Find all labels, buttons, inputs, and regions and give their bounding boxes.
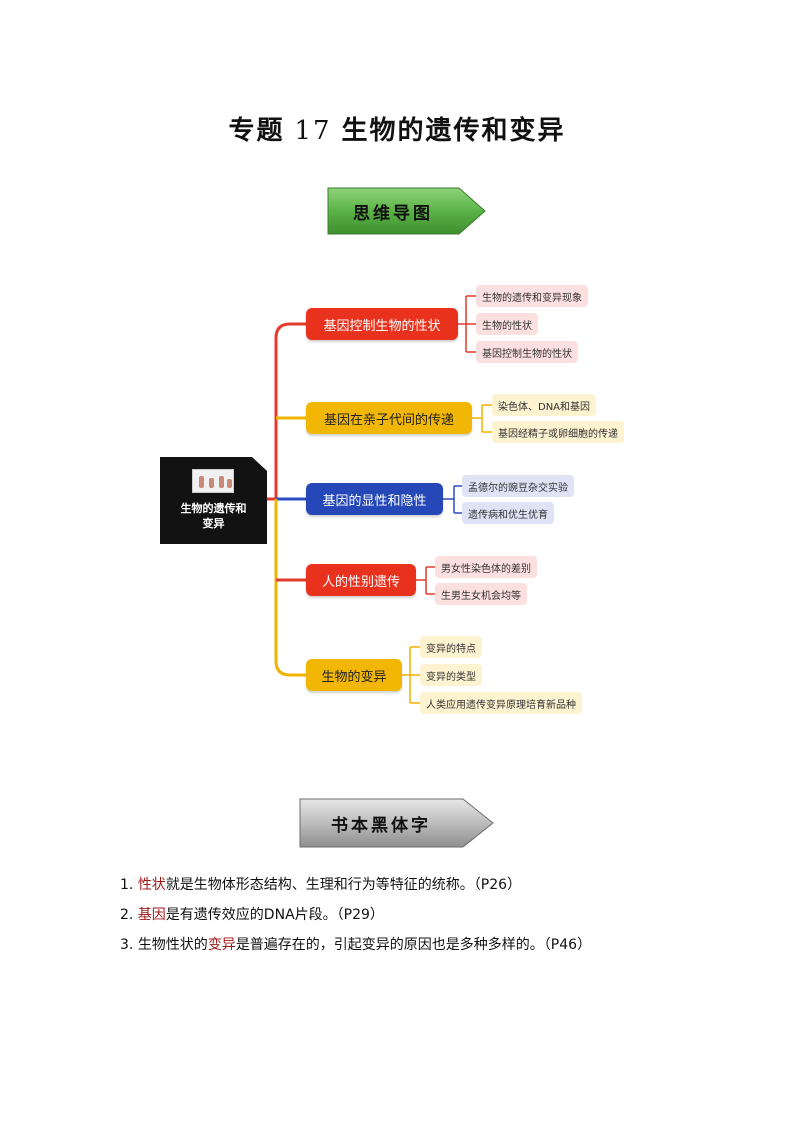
leaf-node: 孟德尔的豌豆杂交实验	[462, 475, 574, 497]
branch-node-1: 基因控制生物的性状	[306, 308, 458, 340]
leaf-node: 生物的遗传和变异现象	[476, 285, 588, 307]
title-prefix: 专题	[228, 116, 285, 146]
leaf-node: 基因控制生物的性状	[476, 341, 578, 363]
leaf-node: 生物的性状	[476, 313, 538, 335]
mindmap-banner-label: 思维导图	[353, 203, 433, 224]
leaf-node: 基因经精子或卵细胞的传递	[492, 421, 624, 443]
note-text-prefix: 生物性状的	[137, 937, 208, 953]
title-text: 生物的遗传和变异	[341, 116, 566, 146]
leaf-node: 遗传病和优生优育	[462, 502, 554, 524]
leaf-node: 变异的类型	[420, 664, 482, 686]
branch-node-2: 基因在亲子代间的传递	[306, 402, 472, 434]
root-label: 生物的遗传和变异	[180, 502, 247, 530]
note-item-1: 1. 性状就是生物体形态结构、生理和行为等特征的统称。（P26）	[120, 874, 521, 894]
note-number: 2.	[120, 907, 134, 923]
note-keyword: 性状	[137, 877, 166, 893]
leaf-node: 人类应用遗传变异原理培育新品种	[420, 692, 582, 714]
leaf-node: 变异的特点	[420, 636, 482, 658]
textbook-banner-label: 书本黑体字	[331, 815, 431, 836]
leaf-node: 男女性染色体的差别	[435, 556, 537, 578]
note-item-3: 3. 生物性状的变异是普遍存在的，引起变异的原因也是多种多样的。（P46）	[120, 934, 591, 954]
note-number: 1.	[120, 877, 134, 893]
branch-label: 基因在亲子代间的传递	[323, 412, 454, 428]
branch-label: 生物的变异	[321, 669, 387, 685]
branch-node-5: 生物的变异	[306, 659, 402, 691]
banner-arrow-shape	[299, 798, 494, 848]
banner-arrow-shape	[327, 187, 486, 235]
root-thumbnail-image	[192, 469, 234, 493]
note-text: 是有遗传效应的DNA片段。（P29）	[165, 907, 384, 923]
branch-label: 基因控制生物的性状	[323, 318, 441, 334]
page-title: 专题 17 生物的遗传和变异	[0, 110, 794, 147]
branch-node-3: 基因的显性和隐性	[306, 483, 443, 515]
note-keyword: 基因	[137, 907, 166, 923]
leaf-node: 染色体、DNA和基因	[492, 394, 597, 416]
note-text: 就是生物体形态结构、生理和行为等特征的统称。（P26）	[165, 877, 522, 893]
leaf-node: 生男生女机会均等	[435, 583, 527, 605]
note-item-2: 2. 基因是有遗传效应的DNA片段。（P29）	[120, 904, 384, 924]
note-text: 是普遍存在的，引起变异的原因也是多种多样的。（P46）	[235, 937, 592, 953]
branch-label: 基因的显性和隐性	[322, 493, 427, 509]
note-keyword: 变异	[207, 937, 236, 953]
branch-label: 人的性别遗传	[321, 574, 400, 590]
branch-node-4: 人的性别遗传	[306, 564, 416, 596]
mindmap-banner: 思维导图	[327, 187, 487, 235]
mindmap-root-node: 生物的遗传和变异	[160, 457, 267, 544]
title-number: 17	[294, 116, 332, 146]
note-number: 3.	[120, 937, 134, 953]
textbook-banner: 书本黑体字	[299, 798, 495, 848]
